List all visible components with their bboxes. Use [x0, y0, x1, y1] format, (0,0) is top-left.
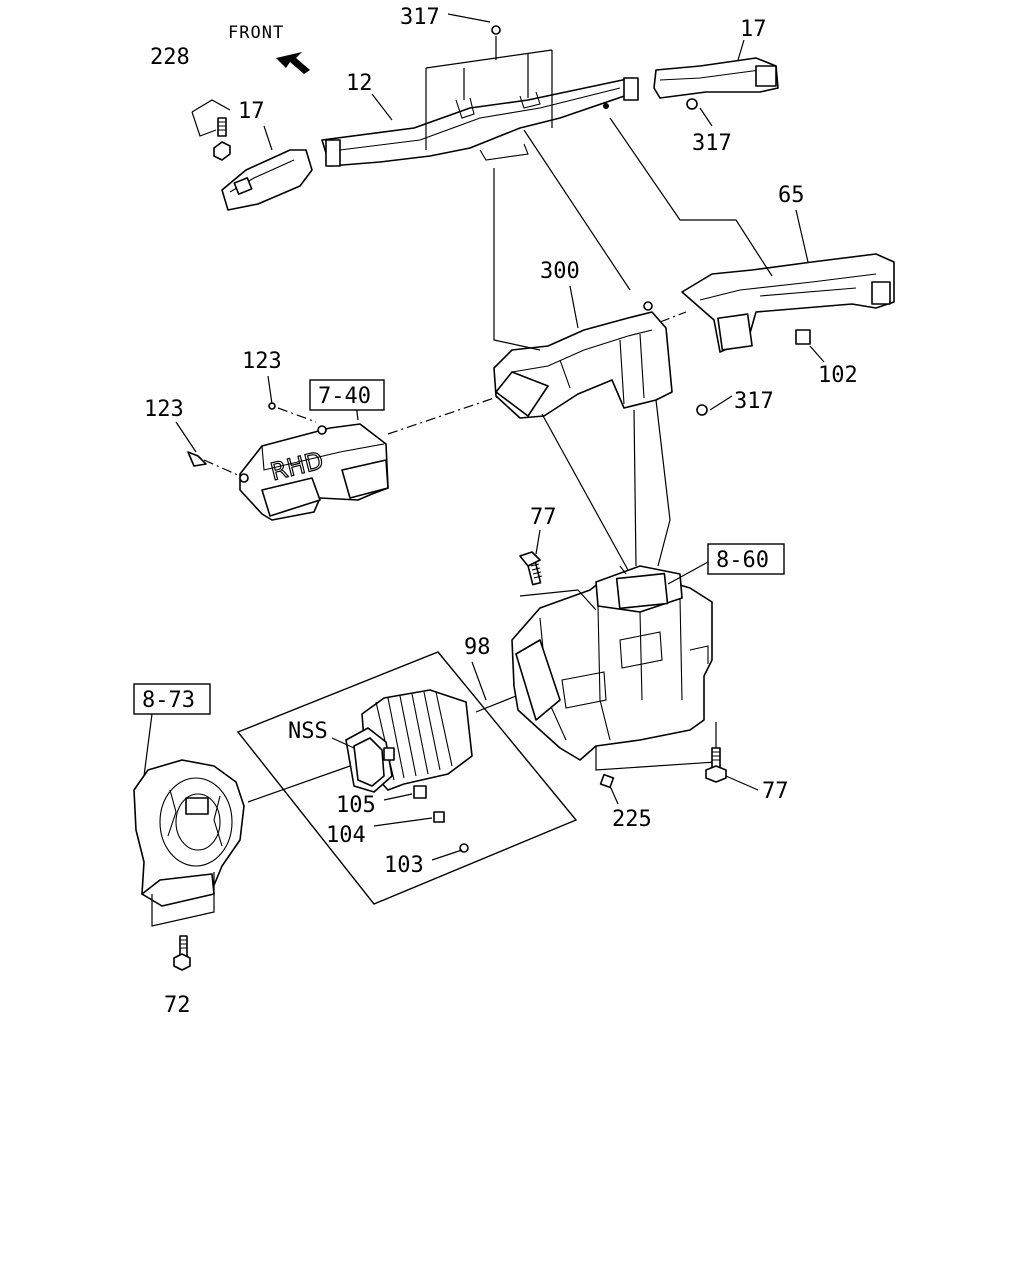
label-123-a: 123 [242, 349, 282, 374]
leader-lines [143, 13, 825, 861]
label-nss: NSS [288, 719, 328, 744]
label-123-b: 123 [144, 397, 184, 422]
seal-pad-102 [795, 329, 811, 345]
front-label: FRONT [228, 23, 284, 43]
part-labels: 317 17 228 12 17 317 65 300 102 123 123 … [144, 5, 858, 1018]
label-103: 103 [384, 853, 424, 878]
rhd-duct: RHD [187, 402, 389, 521]
nss-duct-assembly [236, 651, 578, 905]
clip-105 [413, 785, 427, 799]
label-102: 102 [818, 363, 858, 388]
front-arrow-icon [276, 52, 310, 74]
label-228: 228 [150, 45, 190, 70]
clip-104 [433, 811, 445, 823]
label-317-lower: 317 [734, 389, 774, 414]
ref-8-73-label: 8-73 [142, 688, 195, 713]
label-72: 72 [164, 993, 191, 1018]
right-outlet-duct-part [653, 57, 779, 99]
bolts-77 [519, 551, 727, 783]
label-65: 65 [778, 183, 805, 208]
label-77-top: 77 [530, 505, 557, 530]
clip-317-lower [696, 404, 708, 416]
label-17-right: 17 [740, 17, 767, 42]
label-17-left: 17 [238, 99, 265, 124]
center-duct-300 [493, 301, 708, 419]
label-12: 12 [346, 71, 373, 96]
reference-box-8-60[interactable]: 8-60 [707, 543, 785, 575]
ref-7-40-label: 7-40 [318, 384, 371, 409]
fasteners-top [191, 25, 698, 161]
label-225: 225 [612, 807, 652, 832]
grommet-228 [213, 141, 231, 161]
front-direction-indicator: FRONT [228, 23, 310, 74]
label-98: 98 [464, 635, 491, 660]
center-duct-part [321, 77, 637, 167]
label-317-top: 317 [400, 5, 440, 30]
clip-225 [599, 773, 615, 789]
ref-8-60-label: 8-60 [716, 548, 769, 573]
upper-duct-assembly [221, 36, 779, 211]
reference-box-8-73[interactable]: 8-73 [133, 683, 211, 715]
label-105: 105 [336, 793, 376, 818]
heater-unit [511, 565, 717, 789]
label-104: 104 [326, 823, 366, 848]
clip-317-top [491, 25, 501, 35]
clip-317-mid [686, 98, 698, 110]
blower-unit [133, 759, 245, 971]
reference-box-7-40[interactable]: 7-40 [309, 379, 385, 411]
bolt-72 [173, 953, 191, 971]
label-77-right: 77 [762, 779, 789, 804]
side-duct-65 [681, 253, 895, 353]
label-300: 300 [540, 259, 580, 284]
label-317-mid: 317 [692, 131, 732, 156]
left-outlet-duct-part [221, 149, 313, 211]
